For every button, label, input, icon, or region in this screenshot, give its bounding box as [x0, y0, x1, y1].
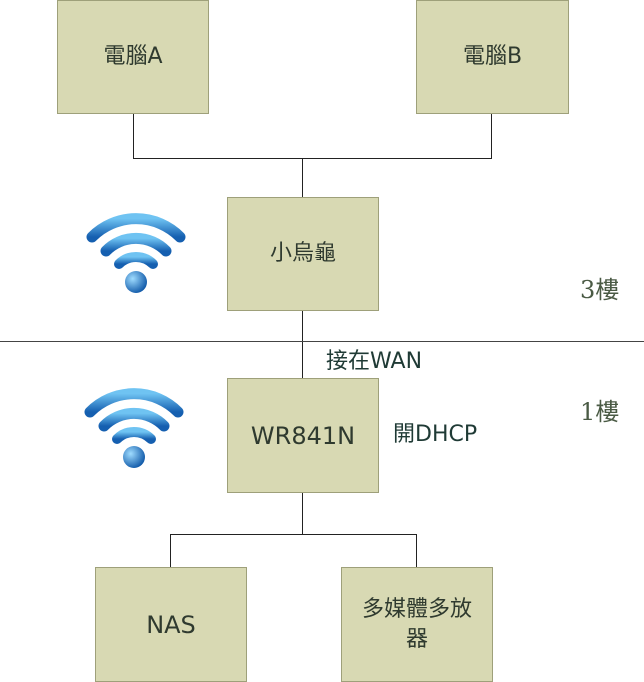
wifi-icon	[86, 213, 186, 293]
node-pc-b: 電腦B	[416, 0, 569, 114]
node-nas: NAS	[95, 567, 247, 682]
node-turtle: 小烏龜	[227, 197, 379, 311]
connector-pcb-down	[491, 113, 492, 158]
node-media-player-label: 多媒體多放器	[361, 596, 472, 652]
node-wr841n-label: WR841N	[250, 421, 356, 450]
connector-turtle-to-router	[302, 310, 303, 379]
node-turtle-label: 小烏龜	[269, 241, 336, 266]
node-wr841n: WR841N	[227, 378, 379, 493]
floor-label-lower: 1樓	[580, 398, 620, 426]
connector-media-up	[416, 534, 417, 568]
node-pc-b-label: 電腦B	[462, 44, 523, 69]
connector-to-turtle	[302, 158, 303, 198]
node-pc-a-label: 電腦A	[103, 44, 163, 69]
node-pc-a: 電腦A	[57, 0, 209, 114]
floor-label-upper: 3樓	[580, 276, 620, 304]
node-media-player: 多媒體多放器	[341, 567, 493, 682]
connector-pca-down	[133, 113, 134, 158]
connector-bottom-horizontal	[170, 534, 417, 535]
connector-router-down	[302, 492, 303, 534]
node-nas-label: NAS	[146, 610, 196, 639]
wifi-icon	[84, 388, 184, 468]
dhcp-note: 開DHCP	[393, 422, 478, 447]
wan-note: 接在WAN	[326, 349, 423, 374]
floor-divider	[0, 341, 644, 342]
connector-top-horizontal	[133, 158, 492, 159]
connector-nas-up	[170, 534, 171, 568]
